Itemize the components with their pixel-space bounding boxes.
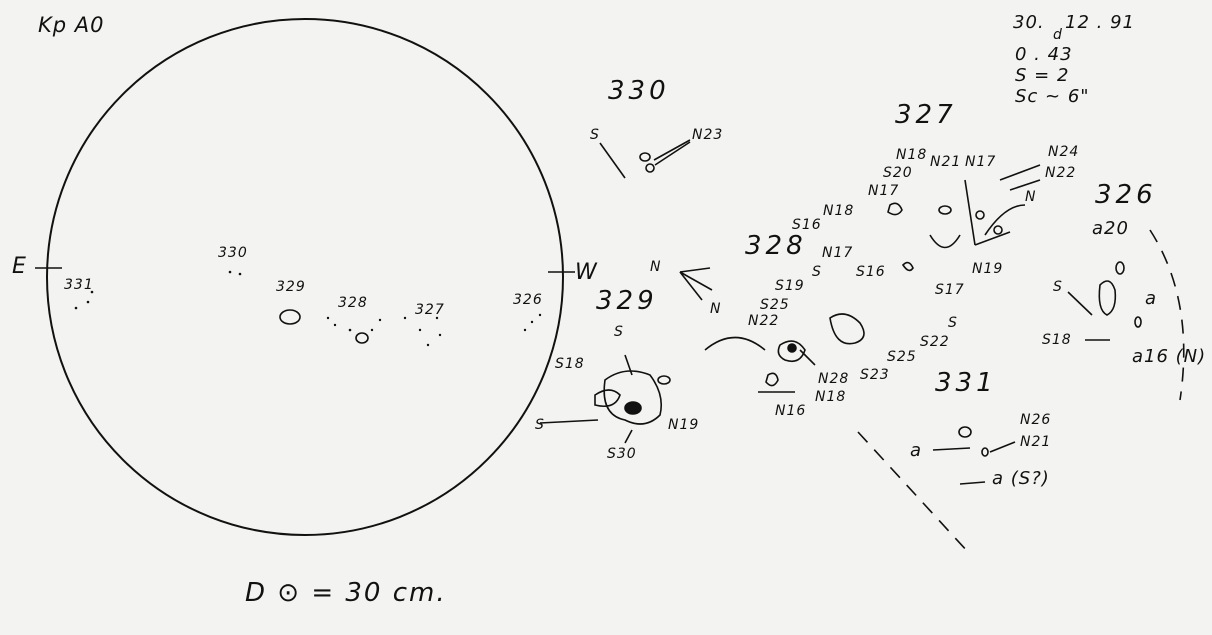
- annotation: S17: [935, 282, 965, 298]
- disk-group-label: 327: [415, 302, 445, 318]
- group-title: 330: [608, 76, 670, 106]
- annotation: S: [812, 264, 822, 280]
- disk-group-label: 329: [276, 279, 306, 295]
- annotation: N18: [896, 147, 928, 163]
- annotation: N26: [1020, 412, 1052, 428]
- annotation: S: [614, 324, 624, 340]
- annotation: S22: [920, 334, 950, 350]
- annotation: S25: [887, 349, 917, 365]
- annotation: N: [710, 301, 722, 317]
- annotation: S: [535, 417, 545, 433]
- annotation: S18: [555, 356, 585, 372]
- date-day: 30.: [1013, 12, 1045, 33]
- group-330-sketch: [599, 139, 691, 179]
- annotation: N23: [692, 127, 724, 143]
- disk-spots: [74, 270, 542, 347]
- annotation: S18: [1042, 332, 1072, 348]
- observer-code: Kp A0: [38, 13, 105, 37]
- annotation: N28: [818, 371, 850, 387]
- east-label: E: [12, 254, 27, 279]
- annotation: a (S?): [992, 468, 1050, 489]
- scale: Sc ~ 6": [1015, 86, 1090, 107]
- annotation: S19: [775, 278, 805, 294]
- annotation: N17: [822, 245, 854, 261]
- annotation: S16: [856, 264, 886, 280]
- seeing: S = 2: [1015, 65, 1070, 86]
- time: 0 . 43: [1015, 44, 1073, 65]
- group-title: 331: [935, 368, 997, 398]
- group-329-sketch: [539, 267, 713, 444]
- disk-group-label: 331: [64, 277, 94, 293]
- annotation: N: [1025, 189, 1037, 205]
- annotation: S: [590, 127, 600, 143]
- group-327-sketch: [929, 164, 1041, 249]
- disk-group-label: 326: [513, 292, 543, 308]
- group-328-sketch: [704, 202, 914, 393]
- group-326-sketch: [1067, 229, 1185, 401]
- annotation: S25: [760, 297, 790, 313]
- annotation: N22: [748, 313, 780, 329]
- annotation: S: [948, 315, 958, 331]
- annotation: N19: [668, 417, 700, 433]
- annotation: S30: [607, 446, 637, 462]
- annotation: N17: [965, 154, 997, 170]
- west-label: W: [575, 260, 598, 285]
- solar-disk: [46, 18, 564, 536]
- date-rest: 12 . 91: [1065, 12, 1135, 33]
- annotation: a: [910, 440, 923, 461]
- disk-group-label: 330: [218, 245, 248, 261]
- annotation: N19: [972, 261, 1004, 277]
- annotation: S23: [860, 367, 890, 383]
- annotation: N18: [823, 203, 855, 219]
- annotation: N24: [1048, 144, 1080, 160]
- disk-group-label: 328: [338, 295, 368, 311]
- annotation: a20: [1092, 218, 1129, 239]
- annotation: S16: [792, 217, 822, 233]
- annotation: S20: [883, 165, 913, 181]
- annotation: N: [650, 259, 662, 275]
- disk-diameter: D ⊙ = 30 cm.: [245, 578, 447, 608]
- annotation: S: [1053, 279, 1063, 295]
- annotation: N21: [930, 154, 962, 170]
- disk-spot-329: [279, 309, 301, 325]
- annotation: a: [1145, 288, 1158, 309]
- group-title: 328: [745, 231, 807, 261]
- group-title: 327: [895, 100, 957, 130]
- annotation: N16: [775, 403, 807, 419]
- group-331-sketch: [857, 426, 1016, 553]
- annotation: a16 (N): [1132, 346, 1207, 367]
- group-title: 326: [1095, 180, 1157, 210]
- annotation: N18: [815, 389, 847, 405]
- annotation: N17: [868, 183, 900, 199]
- annotation: N22: [1045, 165, 1077, 181]
- group-title: 329: [596, 286, 658, 316]
- day-mark: d: [1053, 27, 1063, 43]
- annotation: N21: [1020, 434, 1052, 450]
- disk-spot-328: [355, 332, 369, 344]
